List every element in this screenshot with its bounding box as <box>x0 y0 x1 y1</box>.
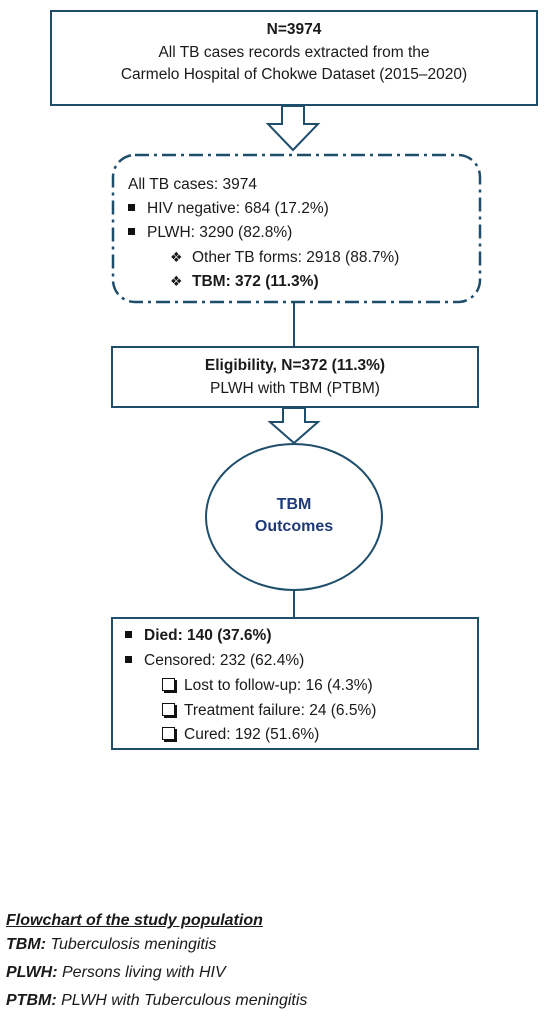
legend-entry-tbm: TBM: Tuberculosis meningitis <box>6 934 216 955</box>
died-label: Died: 140 (37.6%) <box>144 627 272 644</box>
outcomes-label-line-2: Outcomes <box>254 518 334 535</box>
outcomes-breakdown-box: Died: 140 (37.6%) Censored: 232 (62.4%) … <box>111 617 479 750</box>
legend-key: PLWH: <box>6 964 58 981</box>
cured-item: Cured: 192 (51.6%) <box>162 725 319 745</box>
diamond-bullet-icon: ❖ <box>170 249 183 265</box>
checkbox-bullet-icon <box>162 703 175 716</box>
diamond-bullet-icon: ❖ <box>170 273 183 289</box>
legend-value: Tuberculosis meningitis <box>50 936 217 953</box>
bullet-icon <box>125 631 132 638</box>
other-tb-forms-label: Other TB forms: 2918 (88.7%) <box>192 249 400 266</box>
all-tb-cases: All TB cases: 3974 <box>128 176 257 193</box>
lost-to-followup-item: Lost to follow-up: 16 (4.3%) <box>162 676 373 696</box>
legend-key: TBM: <box>6 936 46 953</box>
tbm-item: ❖ TBM: 372 (11.3%) <box>170 271 319 292</box>
outcomes-label: TBM Outcomes <box>206 494 382 538</box>
hiv-negative-label: HIV negative: 684 (17.2%) <box>147 200 329 217</box>
bullet-icon <box>128 204 135 211</box>
arrow-2 <box>267 407 321 445</box>
plwh-label: PLWH: 3290 (82.8%) <box>147 224 293 241</box>
eligibility-box: Eligibility, N=372 (11.3%) PLWH with TBM… <box>111 346 479 408</box>
legend-title: Flowchart of the study population <box>6 910 263 931</box>
bullet-icon <box>128 228 135 235</box>
censored-label: Censored: 232 (62.4%) <box>144 652 305 669</box>
legend-title-text: Flowchart of the study population <box>6 912 263 929</box>
legend-entry-ptbm: PTBM: PLWH with Tuberculous meningitis <box>6 990 307 1011</box>
source-line-2: Carmelo Hospital of Chokwe Dataset (2015… <box>120 66 468 83</box>
legend-value: Persons living with HIV <box>62 964 226 981</box>
cured-label: Cured: 192 (51.6%) <box>184 726 320 743</box>
tb-cases-breakdown: All TB cases: 3974 HIV negative: 684 (17… <box>113 155 480 302</box>
died-item: Died: 140 (37.6%) <box>125 626 272 646</box>
treatment-failure-item: Treatment failure: 24 (6.5%) <box>162 701 376 721</box>
arrow-1 <box>265 105 321 152</box>
source-line-1: All TB cases records extracted from the <box>158 44 430 61</box>
source-dataset-box: N=3974 All TB cases records extracted fr… <box>50 10 538 106</box>
outcomes-label-line-1: TBM <box>276 496 312 513</box>
legend-value: PLWH with Tuberculous meningitis <box>61 992 308 1009</box>
eligibility-title: Eligibility, N=372 (11.3%) <box>204 357 386 374</box>
hiv-negative-item: HIV negative: 684 (17.2%) <box>128 199 329 219</box>
bullet-icon <box>125 656 132 663</box>
plwh-item: PLWH: 3290 (82.8%) <box>128 223 292 243</box>
legend-entry-plwh: PLWH: Persons living with HIV <box>6 962 226 983</box>
checkbox-bullet-icon <box>162 727 175 740</box>
checkbox-bullet-icon <box>162 678 175 691</box>
legend-key: PTBM: <box>6 992 57 1009</box>
tbm-label: TBM: 372 (11.3%) <box>192 273 319 290</box>
other-tb-forms-item: ❖ Other TB forms: 2918 (88.7%) <box>170 247 399 268</box>
lost-to-followup-label: Lost to follow-up: 16 (4.3%) <box>184 677 373 694</box>
treatment-failure-label: Treatment failure: 24 (6.5%) <box>184 702 377 719</box>
total-count: N=3974 <box>266 21 322 38</box>
dashed-box-outline <box>111 153 482 304</box>
eligibility-subtitle: PLWH with TBM (PTBM) <box>210 380 380 397</box>
censored-item: Censored: 232 (62.4%) <box>125 651 304 671</box>
